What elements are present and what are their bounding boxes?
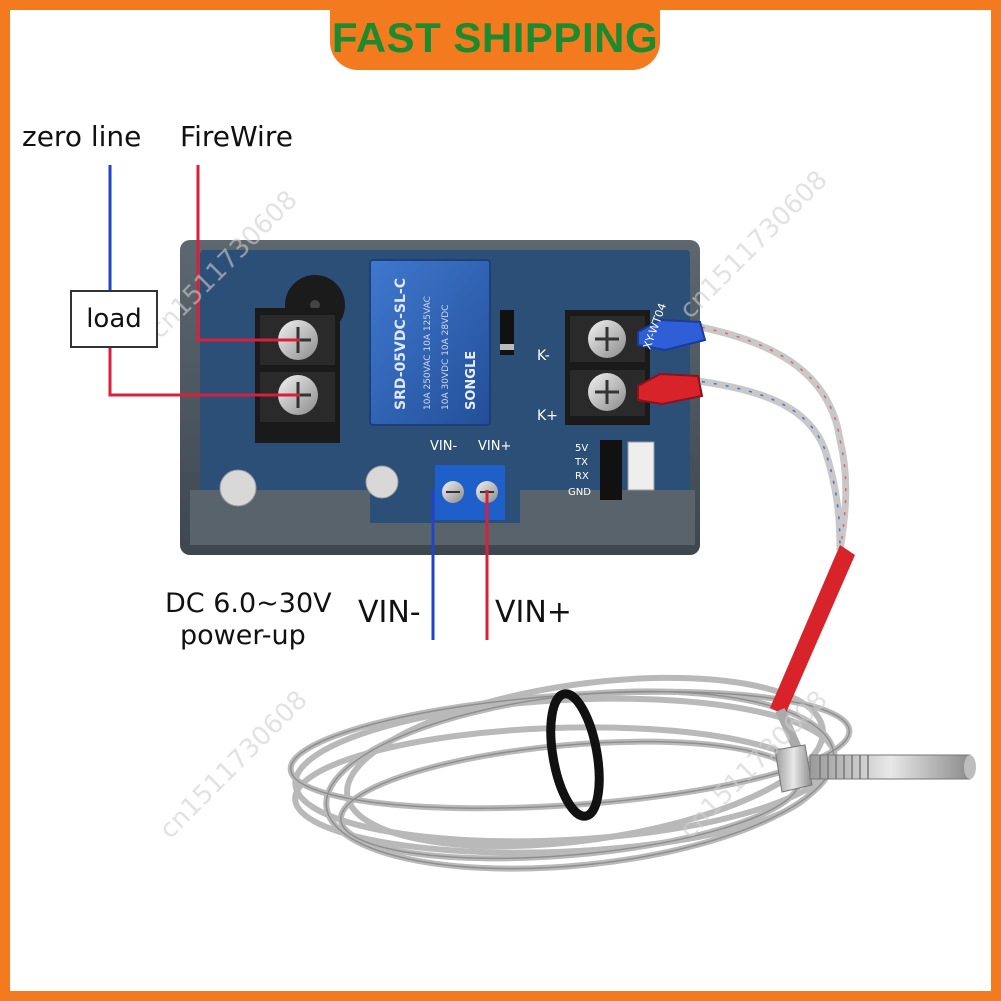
load-terminal-block [255,308,340,443]
relay [370,260,490,425]
red-lug [637,372,704,406]
board-vin-plus: VIN+ [478,439,511,454]
svg-text:TX: TX [574,457,588,468]
svg-text:GND: GND [568,487,591,498]
svg-text:RX: RX [575,471,589,482]
relay-model-text: SRD-05VDC-SL-C [393,278,409,410]
board-vin-minus: VIN- [430,439,457,454]
svg-text:SONGLE: SONGLE [464,351,479,410]
banner-text: FAST SHIPPING [331,14,659,61]
power-terminal-block [435,465,505,520]
probe-terminal-block [565,310,650,425]
dc-voltage-label: DC 6.0~30V [165,588,332,619]
fast-shipping-banner: FAST SHIPPING [330,10,660,70]
board-k-minus: K- [537,348,550,364]
vin-minus-label: VIN- [358,595,421,630]
firewire-wire [196,165,300,342]
load-to-terminal-wire [108,348,300,397]
svg-text:10A 250VAC 10A 125VAC: 10A 250VAC 10A 125VAC [423,296,433,410]
zero-line-label: zero line [22,120,142,153]
power-up-label: power-up [180,620,306,651]
red-sleeve [770,545,855,715]
device-illustration: SRD-05VDC-SL-C 10A 250VAC 10A 125VAC 10A… [108,165,976,872]
load-box: load [70,290,158,348]
vin-plus-label: VIN+ [495,595,572,630]
probe-head [774,707,976,793]
svg-text:10A 30VDC 10A 28VDC: 10A 30VDC 10A 28VDC [441,305,451,410]
firewire-label: FireWire [180,120,293,153]
blue-lug [637,318,707,352]
cable-tie [546,689,604,821]
board-k-plus: K+ [537,408,558,424]
svg-text:5V: 5V [575,443,588,454]
